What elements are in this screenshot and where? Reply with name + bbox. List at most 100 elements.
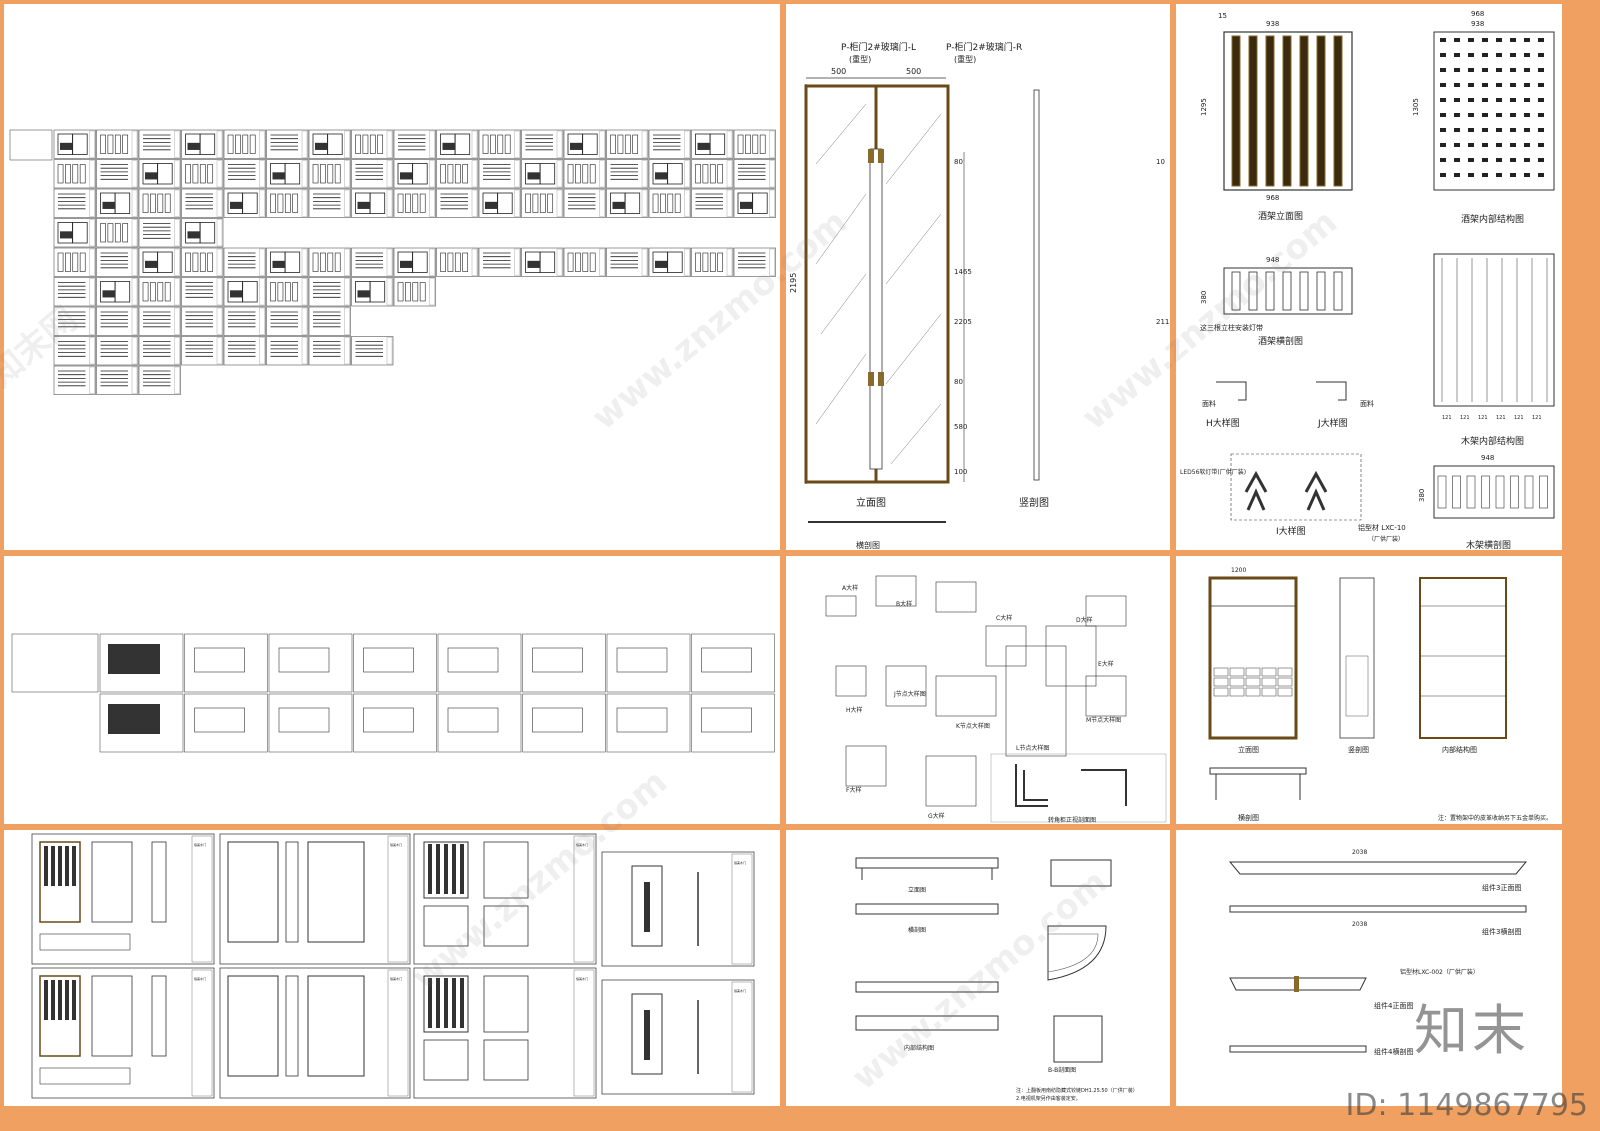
svg-text:2038: 2038 <box>1352 921 1367 928</box>
wine-inner-peg <box>1468 158 1474 162</box>
drawer-cell <box>1245 677 1261 687</box>
svg-text:1465: 1465 <box>954 268 972 276</box>
drawer-cell <box>1245 687 1261 697</box>
wine-inner-peg <box>1510 68 1516 72</box>
svg-text:D大样: D大样 <box>1076 616 1093 624</box>
sheet-thumbnail <box>478 129 521 159</box>
sheet-thumbnail <box>223 247 266 277</box>
wood-section-slat <box>1452 475 1461 509</box>
sheet-thumbnail <box>563 159 606 189</box>
sheet-thumbnail <box>606 159 649 189</box>
title-block-company: 恒美木门 <box>576 976 588 981</box>
sheet-thumbnail <box>733 247 776 277</box>
sheet-thumbnail <box>606 693 691 753</box>
sheet-thumbnail <box>478 159 521 189</box>
sheet-thumbnail <box>266 336 309 366</box>
wine-inner-peg <box>1482 158 1488 162</box>
wine-inner-caption: 酒架内部结构图 <box>1461 213 1524 225</box>
sheet-thumbnail <box>96 336 139 366</box>
sheet-thumbnail <box>138 188 181 218</box>
sheet-thumbnail <box>266 129 309 159</box>
sheet-thumbnail <box>601 979 755 1095</box>
sheet-thumbnail <box>181 306 224 336</box>
wood-dim-label: 121 <box>1460 415 1470 421</box>
sheet-thumbnail <box>353 693 437 753</box>
title-block-company: 恒美木门 <box>734 988 746 993</box>
wine-section <box>1223 267 1353 315</box>
sheet-thumbnail <box>563 188 606 218</box>
drawer-cell <box>1229 667 1245 677</box>
wine-inner-peg <box>1482 98 1488 102</box>
wood-section-slat <box>1466 475 1476 509</box>
sheet-thumbnail <box>268 693 353 753</box>
node-detail-box <box>875 575 917 607</box>
drawer-cell <box>1213 677 1229 687</box>
svg-text:80: 80 <box>954 158 963 166</box>
wood-dim-label: 121 <box>1514 415 1524 421</box>
columns-note: 这三根立柱安装灯带 <box>1200 323 1263 332</box>
sheet-thumbnail <box>96 218 139 248</box>
svg-text:968: 968 <box>1266 194 1279 202</box>
wine-inner-peg <box>1524 53 1530 57</box>
svg-text:580: 580 <box>954 423 967 431</box>
sheet-thumbnail <box>223 336 266 366</box>
wine-inner-peg <box>1496 83 1502 87</box>
wood-section-slat <box>1481 475 1490 509</box>
wine-inner-peg <box>1510 128 1516 132</box>
wine-section-column <box>1265 271 1275 311</box>
node-detail-box <box>885 665 927 707</box>
wine-inner-peg <box>1482 83 1488 87</box>
wine-inner-peg <box>1538 98 1544 102</box>
sheet-thumbnail <box>266 277 309 307</box>
wine-inner-peg <box>1496 38 1502 42</box>
sheet-thumbnail <box>31 967 215 1099</box>
glass-door-drawing: 2195 P-柜门2#玻璃门-L (重型) P-柜门2#玻璃门-R (重型) 5… <box>789 41 1170 550</box>
comp3-front-caption: 组件3正面图 <box>1482 883 1521 892</box>
sheet-thumbnail <box>138 306 181 336</box>
wine-section-column <box>1282 271 1292 311</box>
wine-inner-peg <box>1524 83 1530 87</box>
drawer-cell <box>1229 687 1245 697</box>
wood-dim-label: 121 <box>1478 415 1488 421</box>
comp-profile-note: 铝型材LXC-002（厂供厂装） <box>1400 968 1479 976</box>
wood-section-slat <box>1510 475 1519 509</box>
sheet-thumbnail <box>691 188 734 218</box>
door-right-label: P-柜门2#玻璃门-R <box>946 41 1022 53</box>
profile-note: 铝型材 LXC-10 <box>1358 523 1406 532</box>
sheet-thumbnail <box>606 247 649 277</box>
svg-text:1200: 1200 <box>1231 567 1246 574</box>
wine-inner-peg <box>1440 98 1446 102</box>
wine-inner-peg <box>1454 68 1460 72</box>
sheet-thumbnail <box>53 277 96 307</box>
sheet-thumbnail <box>351 247 394 277</box>
sheet-thumbnail <box>691 633 775 693</box>
node-detail-box <box>1005 645 1067 757</box>
glass-hatch-line <box>820 273 867 335</box>
svg-text:C大样: C大样 <box>996 614 1012 622</box>
sheet-thumbnail <box>53 336 96 366</box>
drawer-cell <box>1213 667 1229 677</box>
detail-i-caption: I大样图 <box>1276 525 1306 537</box>
svg-text:面料: 面料 <box>1360 399 1374 408</box>
wine-inner-peg <box>1482 143 1488 147</box>
drawer-cell <box>1261 667 1277 677</box>
node-detail-box <box>825 595 857 617</box>
wine-inner-peg <box>1454 128 1460 132</box>
sheet-thumbnail <box>606 129 649 159</box>
sheet-thumbnail <box>648 129 691 159</box>
wine-inner-peg <box>1538 68 1544 72</box>
wine-inner-peg <box>1468 83 1474 87</box>
glass-hatch-line <box>815 103 867 165</box>
wine-inner-peg <box>1482 128 1488 132</box>
sheet-thumbnail <box>308 306 351 336</box>
sheet-thumbnail <box>53 306 96 336</box>
shelf-vsection <box>1339 577 1375 739</box>
wine-rack-bar <box>1248 35 1258 187</box>
sheet-thumbnail <box>436 188 479 218</box>
door-handle <box>869 148 883 470</box>
detail-j-caption: J大样图 <box>1317 417 1348 429</box>
door-left-width: 500 <box>831 67 846 76</box>
tv-hsec-caption: 横剖图 <box>908 926 926 934</box>
notes-sheet <box>11 633 99 693</box>
